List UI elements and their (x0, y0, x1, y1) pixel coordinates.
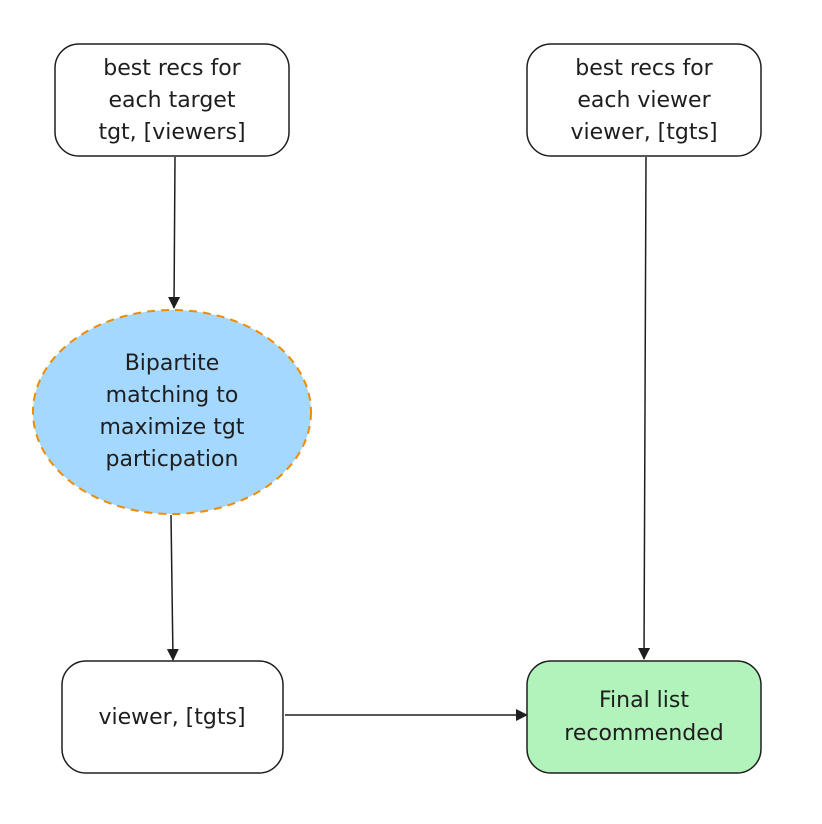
node-viewer-recs-line-1: best recs for (575, 56, 713, 81)
node-viewer-recs-box (526, 43, 762, 157)
node-target-recs-line-1: best recs for (103, 56, 241, 81)
node-target-recs: best recs for each target tgt, [viewers] (54, 43, 290, 157)
node-bipartite-line-1: Bipartite (125, 351, 220, 376)
node-bipartite-line-2: matching to (106, 383, 239, 408)
node-final-list-line-1: Final list (599, 688, 689, 713)
node-final-list: Final list recommended (526, 660, 762, 774)
arrow-target-to-bipartite (168, 156, 181, 309)
node-target-recs-line-3: tgt, [viewers] (98, 120, 245, 145)
node-bipartite-line-3: maximize tgt (100, 415, 245, 440)
node-viewer-recs-line-2: each viewer (577, 88, 711, 113)
node-target-recs-line-2: each target (109, 88, 236, 113)
node-viewer-tgts-line-1: viewer, [tgts] (98, 705, 245, 730)
node-viewer-tgts: viewer, [tgts] (61, 660, 284, 774)
node-bipartite: Bipartite matching to maximize tgt parti… (32, 309, 312, 515)
node-viewer-recs-line-3: viewer, [tgts] (570, 120, 717, 145)
node-final-list-line-2: recommended (564, 721, 723, 746)
node-final-list-box (526, 660, 762, 774)
arrow-viewer-recs-to-final (638, 156, 651, 660)
node-bipartite-line-4: particpation (106, 447, 239, 472)
node-viewer-tgts-box (61, 660, 284, 774)
node-viewer-recs: best recs for each viewer viewer, [tgts] (526, 43, 762, 157)
arrow-bipartite-to-viewer-tgts (166, 514, 179, 661)
node-target-recs-box (54, 43, 290, 157)
node-bipartite-ellipse (32, 309, 312, 515)
